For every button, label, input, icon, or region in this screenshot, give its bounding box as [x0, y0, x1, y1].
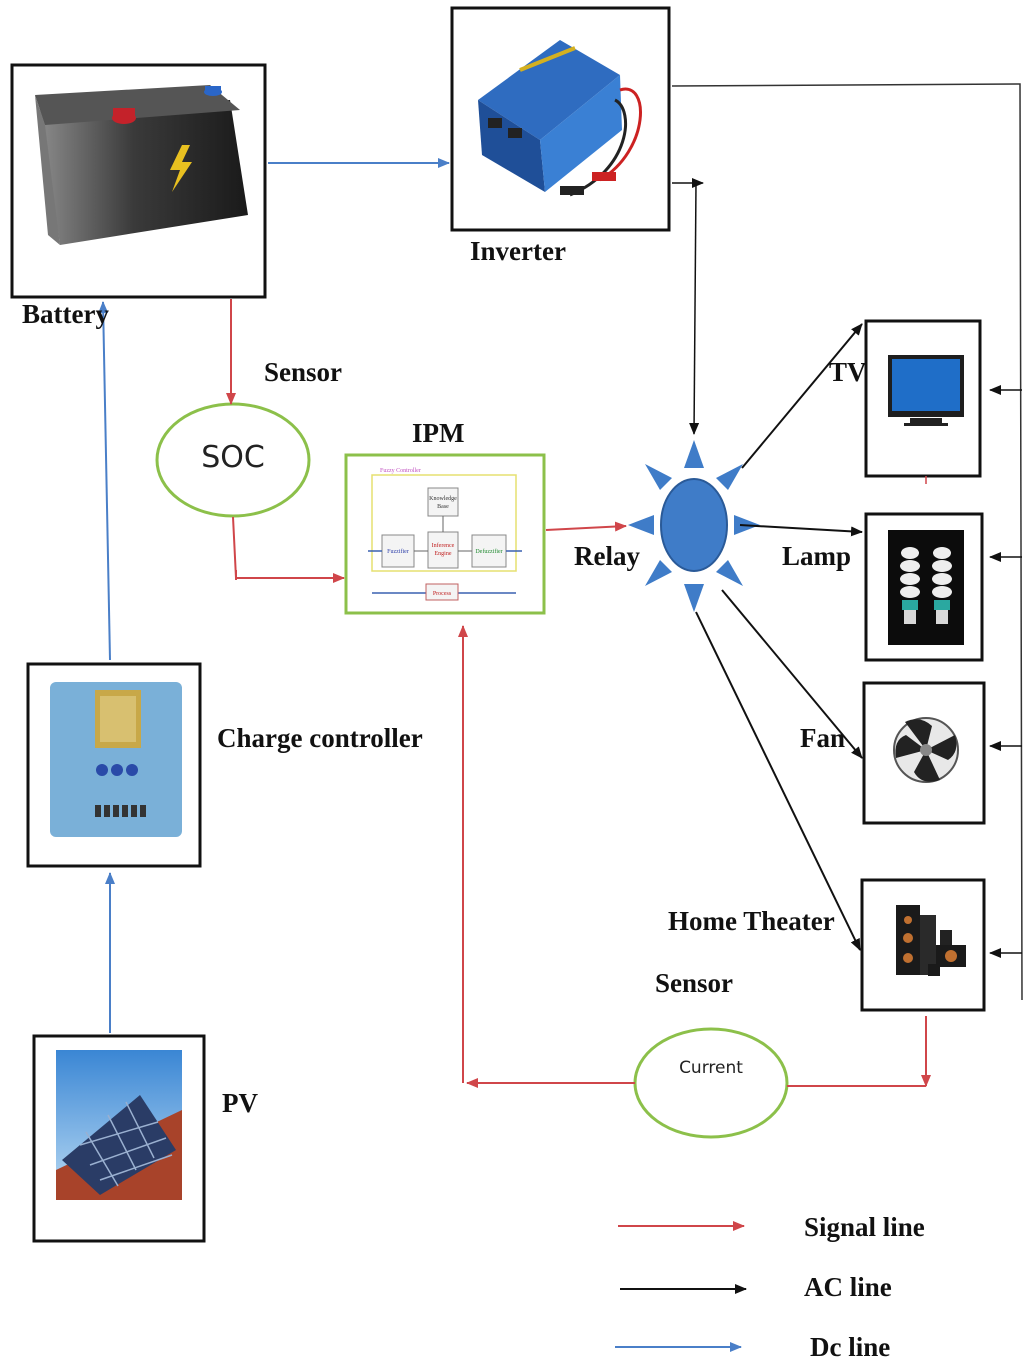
fan-box	[862, 681, 986, 825]
sensor-bottom-label: Sensor	[655, 968, 733, 998]
lamp-label: Lamp	[782, 541, 851, 571]
soc-label: SOC	[201, 440, 265, 475]
charge-controller-label: Charge controller	[217, 723, 423, 753]
charge-controller-icon	[50, 682, 182, 837]
solar-panel-icon	[56, 1050, 182, 1200]
tv-box	[864, 319, 982, 478]
svg-text:Inference: Inference	[432, 542, 455, 549]
soc-ellipse: SOC	[155, 402, 311, 518]
ipm-label: IPM	[412, 418, 464, 448]
home-theater-label: Home Theater	[668, 906, 835, 936]
charge-controller-box	[26, 662, 202, 868]
svg-text:Knowledge: Knowledge	[429, 496, 457, 502]
pv-box	[32, 1034, 206, 1243]
battery-box	[10, 63, 267, 299]
tv-label: TV	[829, 357, 867, 387]
current-ellipse: Current	[633, 1027, 789, 1139]
battery-label: Battery	[22, 299, 109, 329]
inverter-icon	[478, 40, 642, 197]
fan-label: Fan	[800, 723, 845, 753]
lamp-box	[864, 512, 984, 662]
legend: Signal line AC line Dc line	[615, 1212, 925, 1360]
signal-lines	[226, 299, 931, 1088]
legend-ac-label: AC line	[804, 1272, 892, 1302]
speaker-icon	[896, 905, 966, 976]
current-label: Current	[679, 1058, 743, 1078]
svg-text:Fuzzy Controller: Fuzzy Controller	[380, 468, 421, 474]
battery-icon	[35, 85, 248, 245]
svg-text:Process: Process	[433, 591, 452, 597]
tv-icon	[888, 355, 964, 426]
pv-label: PV	[222, 1088, 258, 1118]
fan-icon	[893, 717, 959, 783]
inverter-label: Inverter	[470, 236, 566, 266]
ac-lines	[671, 83, 1023, 1001]
ipm-box: Fuzzy Controller Knowledge Base Fuzzifie…	[344, 453, 546, 615]
sensor-top-label: Sensor	[264, 357, 342, 387]
relay-icon	[628, 440, 760, 612]
svg-text:Fuzzifier: Fuzzifier	[387, 548, 409, 555]
lamp-icon	[888, 530, 964, 645]
svg-text:Base: Base	[437, 504, 449, 510]
inverter-box	[450, 6, 671, 232]
svg-text:Engine: Engine	[435, 551, 452, 557]
legend-dc-label: Dc line	[810, 1332, 890, 1360]
svg-text:Defuzzifier: Defuzzifier	[475, 548, 502, 555]
dc-lines	[98, 158, 450, 1033]
fuzzy-controller-schematic: Fuzzy Controller Knowledge Base Fuzzifie…	[368, 468, 522, 601]
relay-label: Relay	[574, 541, 640, 571]
home-theater-box	[860, 878, 986, 1012]
legend-signal-label: Signal line	[804, 1212, 925, 1242]
